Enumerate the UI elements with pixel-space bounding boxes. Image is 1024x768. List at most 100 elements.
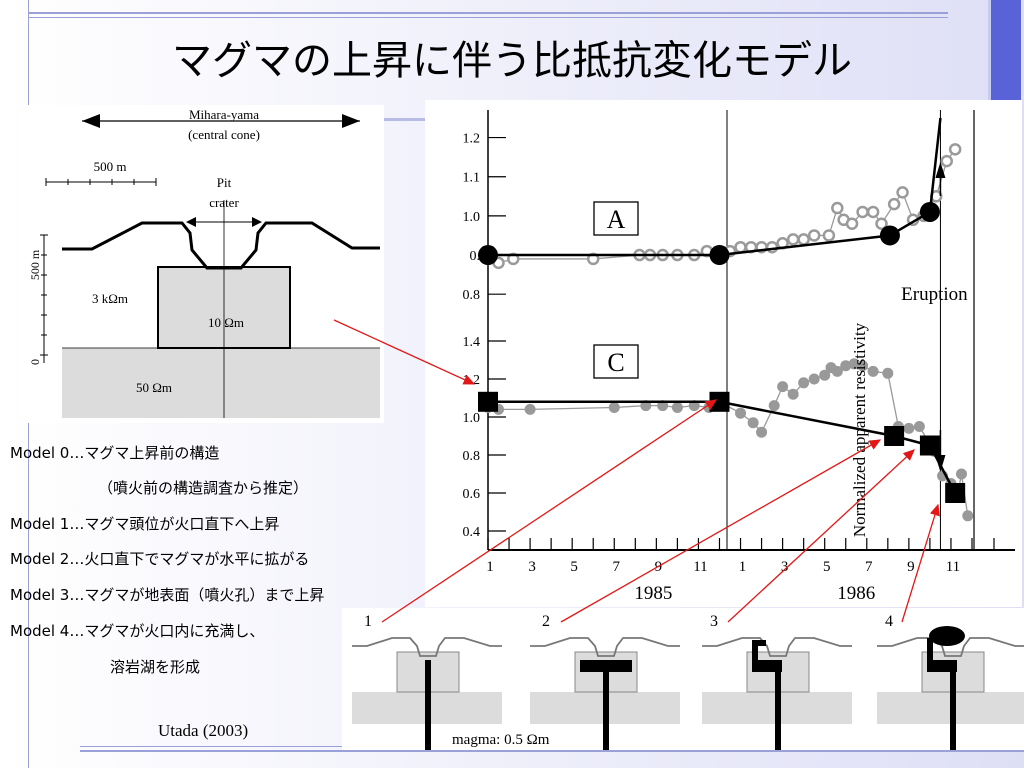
observed-point [608, 402, 620, 413]
y-tick-label: 0.6 [463, 487, 481, 502]
topography [877, 637, 1024, 657]
x-tick-label: 5 [823, 559, 831, 575]
observed-point [867, 365, 879, 377]
y-tick-label: 0.8 [463, 288, 481, 303]
observed-point [845, 217, 859, 230]
observed-point [765, 240, 779, 254]
y-tick-label: 1.4 [463, 335, 481, 350]
y-tick-label: 0.4 [463, 525, 481, 540]
y-tick-label: 1.2 [463, 132, 481, 147]
cross-section-diagram: Mihara-yama (central cone) 500 m Pit cra… [28, 107, 380, 418]
model-0-text: Model 0…マグマ上昇前の構造 [10, 444, 220, 462]
model-point [884, 426, 905, 446]
diagram-number: 3 [710, 613, 718, 630]
observed-point [797, 233, 810, 246]
crater-label: crater [209, 195, 239, 210]
body-resistivity: 10 Ωm [208, 315, 244, 330]
observed-point [857, 360, 869, 372]
model-point [709, 245, 730, 266]
x-tick-label: 5 [570, 559, 578, 575]
lava-lake [929, 626, 965, 646]
eruption-arrow-c-head [935, 455, 946, 472]
x-tick-label: 9 [907, 559, 915, 575]
frame-top-line-2 [28, 17, 948, 18]
magma-conduit [603, 670, 609, 750]
observed-point [768, 400, 780, 412]
panel-label: A [607, 205, 626, 234]
observed-point [786, 233, 800, 246]
observed-point [948, 143, 962, 156]
citation: Utada (2003) [158, 721, 249, 740]
observed-point [940, 154, 953, 168]
x-tick-label: 11 [693, 559, 707, 575]
model-4-text: Model 4…マグマが火口内に充満し、 [10, 622, 265, 640]
model-1-text: Model 1…マグマ頭位が火口直下へ上昇 [10, 515, 280, 533]
magma-sill [752, 660, 782, 672]
observed-point [734, 240, 747, 254]
scale-ticks [45, 178, 157, 186]
observed-point [848, 358, 860, 370]
model-series-line [488, 400, 957, 494]
surface-resistivity: 3 kΩm [92, 291, 128, 306]
model-2-text: Model 2…火口直下でマグマが水平に拡がる [10, 550, 310, 568]
model-diagram-1: 1 [352, 613, 502, 750]
crater-arrow-right-head [252, 217, 262, 227]
y-tick-label: 0.8 [463, 449, 481, 464]
observed-point [819, 369, 831, 381]
model-point [945, 483, 966, 503]
model-diagram-2: 2 [530, 613, 680, 750]
magma-sill [580, 660, 632, 672]
observed-point [822, 229, 836, 242]
model-point [879, 225, 900, 246]
cone-arrow-right-head [342, 114, 360, 128]
observed-point [787, 388, 799, 400]
frame-top-line [28, 12, 948, 14]
y-tick-label: 1.1 [463, 171, 481, 186]
pit-label: Pit [217, 175, 232, 190]
diagram-number: 1 [364, 613, 372, 630]
magma-conduit [775, 670, 781, 750]
depth-ticks [40, 234, 48, 356]
observed-point [756, 426, 768, 438]
observed-point [524, 403, 536, 415]
observed-point [747, 417, 759, 429]
zero-depth-label: 0 [28, 359, 42, 365]
observed-point [807, 229, 821, 242]
magma-vent [927, 638, 933, 668]
y-tick-label: 1.2 [463, 373, 481, 388]
panel-label: C [607, 348, 624, 377]
year-label-1985: 1985 [634, 583, 672, 604]
observed-point [777, 381, 789, 393]
model-series-line [488, 117, 942, 257]
model-0-note: （噴火前の構造調査から推定） [98, 479, 309, 497]
magma-vent [752, 640, 758, 670]
observed-point [831, 201, 844, 215]
observed-point [856, 205, 869, 219]
depth-label: 500 m [28, 249, 42, 280]
observed-point [671, 402, 683, 413]
x-tick-label: 7 [613, 559, 621, 575]
topography [702, 637, 852, 657]
x-tick-label: 1 [739, 559, 747, 575]
y-axis-label: Normalized apparent resistivity [850, 322, 869, 537]
eruption-arrow-a-head [935, 162, 946, 178]
deep-resistivity: 50 Ωm [136, 380, 172, 395]
x-tick-label: 3 [528, 559, 536, 575]
model-3-text: Model 3…マグマが地表面（噴火孔）まで上昇 [10, 586, 325, 604]
observed-point [962, 510, 974, 522]
model-point [478, 391, 498, 412]
model-diagram-3: 3 [702, 613, 852, 750]
x-tick-label: 1 [486, 559, 494, 575]
observed-point [955, 468, 967, 480]
x-tick-label: 3 [781, 559, 789, 575]
observed-point [798, 377, 810, 389]
observed-point [808, 373, 820, 385]
model-4-note: 溶岩湖を形成 [110, 658, 201, 676]
chart-panel-C: 0.40.60.81.01.21.4C [463, 335, 974, 540]
magma-conduit [950, 670, 956, 750]
